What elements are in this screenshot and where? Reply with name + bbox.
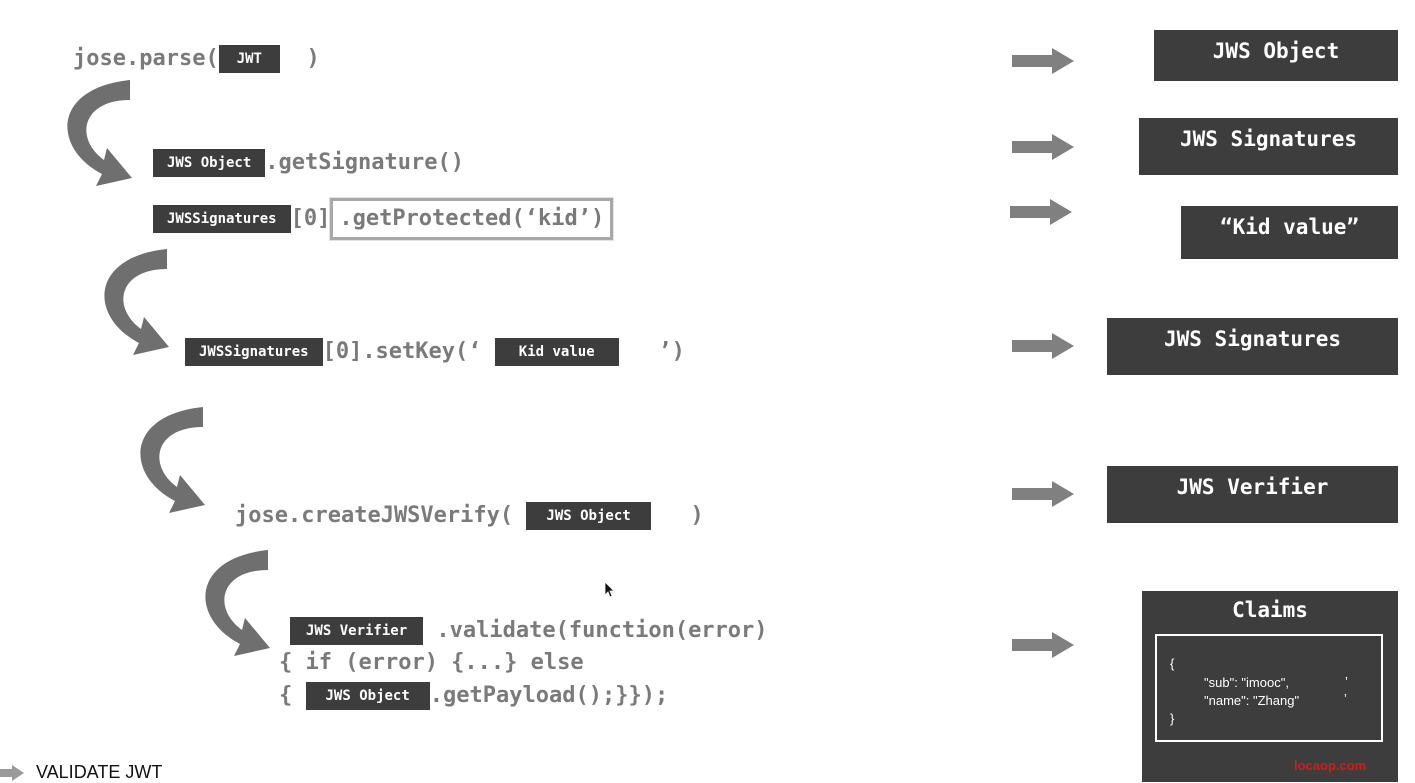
step-create-verify: jose.createJWSVerify( JWS Object ) — [235, 502, 704, 530]
curve-arrow-3 — [140, 407, 205, 513]
kid-value-tag: Kid value — [494, 338, 619, 366]
signature-index: [0] — [290, 206, 331, 231]
step-parse: jose.parse(JWT ) — [73, 45, 320, 73]
watermark: locaop.com — [1294, 758, 1367, 773]
claims-close-brace: } — [1170, 711, 1175, 726]
claims-mark-1: ’ — [1345, 674, 1348, 689]
jwt-tag: JWT — [218, 45, 280, 73]
parse-suffix: ) — [306, 46, 320, 71]
right-arrow-6 — [1012, 632, 1074, 658]
validate-line3-prefix: { — [279, 683, 293, 708]
claims-json: { "sub": "imooc", "name": "Zhang" } ’ ’ — [1155, 634, 1383, 742]
output-jws-verifier: JWS Verifier — [1107, 466, 1398, 523]
claims-name: "name": "Zhang" — [1204, 693, 1300, 708]
set-key-suffix: ’) — [658, 339, 685, 364]
jws-object-tag-3: JWS Object — [305, 682, 430, 710]
step-validate-line2: { if (error) {...} else — [279, 649, 584, 677]
step-validate: JWS Verifier .validate(function(error) — [290, 617, 768, 645]
cursor-icon — [604, 581, 615, 598]
set-key-call: [0].setKey(‘ — [322, 339, 482, 364]
output-jws-signatures-2: JWS Signatures — [1107, 318, 1398, 375]
jws-object-tag: JWS Object — [153, 149, 266, 177]
step-get-signature: JWS Object.getSignature() — [153, 149, 464, 177]
curve-arrow-4 — [205, 550, 270, 656]
step-get-protected: JWSSignatures[0].getProtected(‘kid’) — [153, 198, 614, 240]
claims-open-brace: { — [1170, 656, 1175, 671]
parse-prefix: jose.parse( — [73, 46, 219, 71]
step-validate-line3: { JWS Object.getPayload();}}); — [279, 682, 668, 710]
right-arrow-4 — [1012, 333, 1074, 359]
slide-caption: VALIDATE JWT — [36, 762, 163, 782]
get-payload-call: .getPayload();}}); — [429, 683, 669, 708]
create-verify-call: jose.createJWSVerify( — [235, 503, 514, 528]
output-jws-signatures: JWS Signatures — [1139, 118, 1398, 175]
jws-signatures-tag: JWSSignatures — [153, 205, 291, 233]
get-protected-call: getProtected(‘kid’) — [352, 206, 605, 231]
get-protected-highlight: .getProtected(‘kid’) — [330, 198, 614, 240]
claims-title: Claims — [1232, 598, 1308, 622]
get-signature-call: .getSignature() — [265, 150, 464, 175]
curve-arrow-1 — [67, 80, 132, 186]
curve-arrow-2 — [104, 249, 169, 355]
output-jws-object: JWS Object — [1154, 30, 1398, 81]
validate-line2: { if (error) {...} else — [279, 650, 584, 675]
right-arrow-5 — [1012, 481, 1074, 507]
jws-verifier-tag: JWS Verifier — [290, 617, 424, 645]
claims-mark-2: ’ — [1344, 691, 1347, 706]
get-protected-dot: . — [339, 206, 353, 231]
claims-sub: "sub": "imooc", — [1204, 675, 1289, 690]
claims-panel: Claims { "sub": "imooc", "name": "Zhang"… — [1142, 591, 1398, 782]
output-kid-value: “Kid value” — [1181, 206, 1398, 259]
right-arrow-1 — [1012, 48, 1074, 74]
validate-call: .validate(function(error) — [436, 618, 768, 643]
right-arrow-2 — [1012, 134, 1074, 160]
jws-signatures-tag-2: JWSSignatures — [185, 338, 323, 366]
create-verify-suffix: ) — [690, 503, 704, 528]
caption-arrow-icon — [0, 765, 24, 781]
jws-object-tag-2: JWS Object — [526, 502, 651, 530]
step-set-key: JWSSignatures[0].setKey(‘ Kid value ’) — [185, 338, 685, 366]
right-arrow-3 — [1010, 199, 1072, 225]
